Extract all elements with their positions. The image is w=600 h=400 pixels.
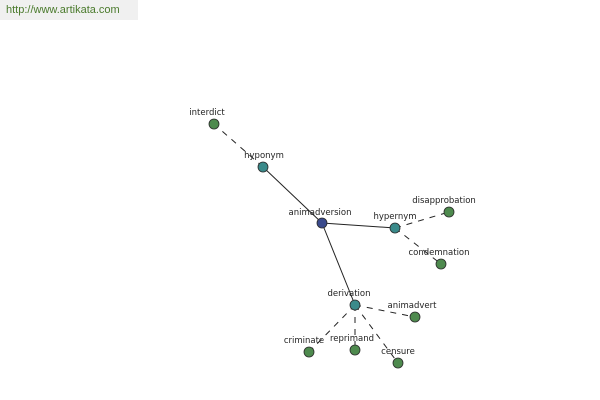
node-label-derivation[interactable]: derivation bbox=[327, 289, 370, 299]
labels-layer: animadversion hyponym interdict hypernym dis… bbox=[189, 108, 476, 357]
node-hyponym[interactable] bbox=[257, 161, 269, 173]
node-label-disapprobation[interactable]: disapprobation bbox=[412, 196, 476, 206]
node-censure[interactable] bbox=[392, 357, 404, 369]
node-derivation[interactable] bbox=[349, 299, 361, 311]
node-label-criminate[interactable]: criminate bbox=[284, 336, 324, 346]
nodes-layer bbox=[208, 118, 455, 369]
edge-hypernym-disapprobation bbox=[394, 211, 450, 229]
node-reprimand[interactable] bbox=[349, 344, 361, 356]
source-url-banner[interactable]: http://www.artikata.com bbox=[0, 0, 138, 20]
node-label-hyponym[interactable]: hyponym bbox=[244, 151, 284, 161]
edge-hypernym-condemnation bbox=[394, 227, 442, 265]
node-label-hypernym[interactable]: hypernym bbox=[373, 212, 416, 222]
edge-center-hypernym bbox=[321, 222, 396, 229]
node-label-censure[interactable]: censure bbox=[381, 347, 415, 357]
node-label-animadvert[interactable]: animadvert bbox=[388, 301, 438, 311]
node-label-center[interactable]: animadversion bbox=[289, 208, 352, 218]
node-label-interdict[interactable]: interdict bbox=[189, 108, 225, 118]
node-condemnation[interactable] bbox=[435, 258, 447, 270]
node-label-condemnation[interactable]: condemnation bbox=[408, 248, 469, 258]
node-animadvert[interactable] bbox=[409, 311, 421, 323]
node-disapprobation[interactable] bbox=[443, 206, 455, 218]
edge-derivation-censure bbox=[354, 304, 399, 364]
node-interdict[interactable] bbox=[208, 118, 220, 130]
edges-layer bbox=[213, 123, 450, 364]
edge-center-derivation bbox=[321, 222, 356, 306]
node-label-reprimand[interactable]: reprimand bbox=[330, 334, 374, 344]
node-criminate[interactable] bbox=[303, 346, 315, 358]
edge-center-hyponym bbox=[262, 166, 323, 224]
node-hypernym[interactable] bbox=[389, 222, 401, 234]
edge-derivation-animadvert bbox=[354, 304, 416, 318]
node-center[interactable] bbox=[316, 217, 328, 229]
